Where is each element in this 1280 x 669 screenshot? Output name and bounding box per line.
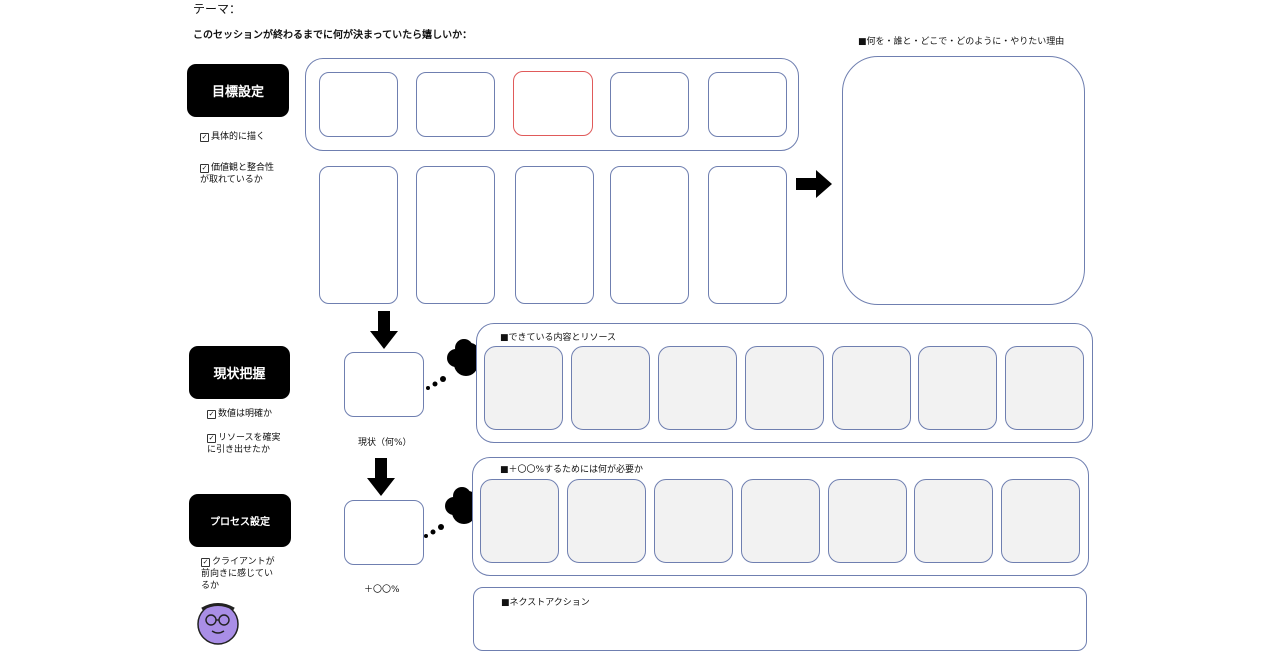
resource-box-1[interactable] xyxy=(484,346,563,430)
resource-box-6[interactable] xyxy=(918,346,997,430)
session-question: このセッションが終わるまでに何が決まっていたら嬉しいか： xyxy=(193,30,473,41)
goal-detail-box-4[interactable] xyxy=(610,166,689,304)
arrow-down-icon xyxy=(370,311,398,349)
next-action-title: ■ネクストアクション xyxy=(501,598,590,608)
requirement-box-5[interactable] xyxy=(828,479,907,563)
goal-keyword-box-2[interactable] xyxy=(416,72,495,137)
current-status-caption: 現状（何%） xyxy=(358,438,412,448)
resource-box-5[interactable] xyxy=(832,346,911,430)
requirement-box-4[interactable] xyxy=(741,479,820,563)
goal-setting-label: 目標設定 xyxy=(187,64,289,117)
requirement-box-3[interactable] xyxy=(654,479,733,563)
goal-detail-box-2[interactable] xyxy=(416,166,495,304)
goal-keyword-box-3-selected[interactable] xyxy=(513,71,593,136)
goal-keyword-box-4[interactable] xyxy=(610,72,689,137)
arrow-down-icon xyxy=(367,458,395,496)
check-icon: ✓ xyxy=(207,410,216,419)
check-icon: ✓ xyxy=(200,133,209,142)
avatar-icon xyxy=(197,603,239,645)
requirement-box-6[interactable] xyxy=(914,479,993,563)
current-check-2: ✓リソースを確実に引き出せたか xyxy=(207,433,281,455)
target-percent-box[interactable] xyxy=(344,500,424,565)
goal-keyword-box-5[interactable] xyxy=(708,72,787,137)
resource-box-2[interactable] xyxy=(571,346,650,430)
process-check-1: ✓クライアントが前向きに感じているか xyxy=(201,557,275,591)
requirement-box-7[interactable] xyxy=(1001,479,1080,563)
process-setting-label: プロセス設定 xyxy=(189,494,291,547)
reason-box[interactable] xyxy=(842,56,1085,305)
current-state-label: 現状把握 xyxy=(189,346,290,399)
goal-check-2: ✓価値観と整合性が取れているか xyxy=(200,163,275,185)
check-icon: ✓ xyxy=(201,558,210,567)
goal-check-1: ✓具体的に描く xyxy=(200,132,266,142)
reason-title: ■何を・誰と・どこで・どのように・やりたい理由 xyxy=(858,37,1065,47)
target-caption: ＋〇〇% xyxy=(364,585,400,595)
current-percent-box[interactable] xyxy=(344,352,424,417)
thought-cloud-icon xyxy=(424,487,477,538)
requirements-title: ■＋〇〇%するためには何が必要か xyxy=(500,465,644,475)
resource-box-7[interactable] xyxy=(1005,346,1084,430)
next-action-box[interactable] xyxy=(473,587,1087,651)
resources-title: ■できている内容とリソース xyxy=(500,333,617,343)
thought-cloud-icon xyxy=(426,339,479,390)
check-icon: ✓ xyxy=(200,164,209,173)
goal-keyword-box-1[interactable] xyxy=(319,72,398,137)
requirement-box-2[interactable] xyxy=(567,479,646,563)
arrow-right-icon xyxy=(796,170,832,198)
theme-label: テーマ： xyxy=(193,2,242,16)
goal-detail-box-1[interactable] xyxy=(319,166,398,304)
goal-detail-box-5[interactable] xyxy=(708,166,787,304)
check-icon: ✓ xyxy=(207,434,216,443)
resource-box-3[interactable] xyxy=(658,346,737,430)
resource-box-4[interactable] xyxy=(745,346,824,430)
current-check-1: ✓数値は明確か xyxy=(207,409,273,419)
goal-detail-box-3[interactable] xyxy=(515,166,594,304)
requirement-box-1[interactable] xyxy=(480,479,559,563)
